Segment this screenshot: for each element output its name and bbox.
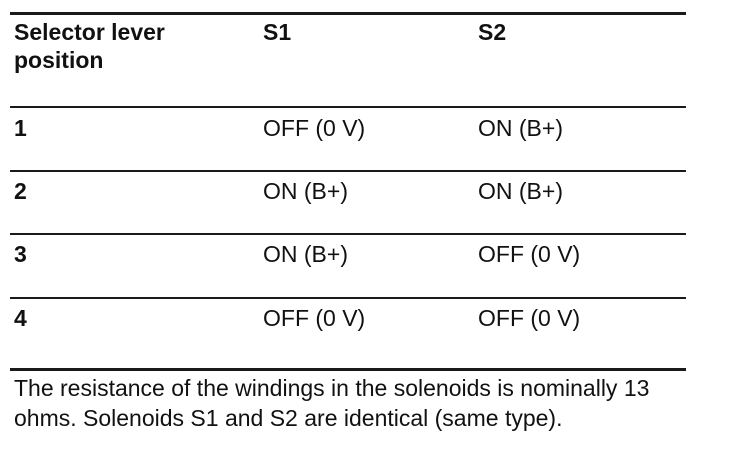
row-3-s2: OFF (0 V) xyxy=(478,241,581,267)
table-top-rule xyxy=(10,12,686,15)
row-rule xyxy=(10,170,686,172)
header-s2: S2 xyxy=(478,19,507,45)
row-rule xyxy=(10,106,686,108)
header-selector-lever-position: Selector lever position xyxy=(14,19,165,73)
row-4-s2: OFF (0 V) xyxy=(478,305,581,331)
row-2-s2: ON (B+) xyxy=(478,178,563,204)
table-bottom-rule xyxy=(10,368,686,371)
row-2-s1: ON (B+) xyxy=(263,178,348,204)
row-1-s1: OFF (0 V) xyxy=(263,115,366,141)
row-rule xyxy=(10,297,686,299)
row-4-position: 4 xyxy=(14,305,27,331)
header-s1: S1 xyxy=(263,19,292,45)
row-rule xyxy=(10,233,686,235)
row-3-position: 3 xyxy=(14,241,27,267)
footnote-text: The resistance of the windings in the so… xyxy=(14,375,650,431)
row-4-s1: OFF (0 V) xyxy=(263,305,366,331)
row-1-position: 1 xyxy=(14,115,27,141)
row-1-s2: ON (B+) xyxy=(478,115,563,141)
row-3-s1: ON (B+) xyxy=(263,241,348,267)
row-2-position: 2 xyxy=(14,178,27,204)
